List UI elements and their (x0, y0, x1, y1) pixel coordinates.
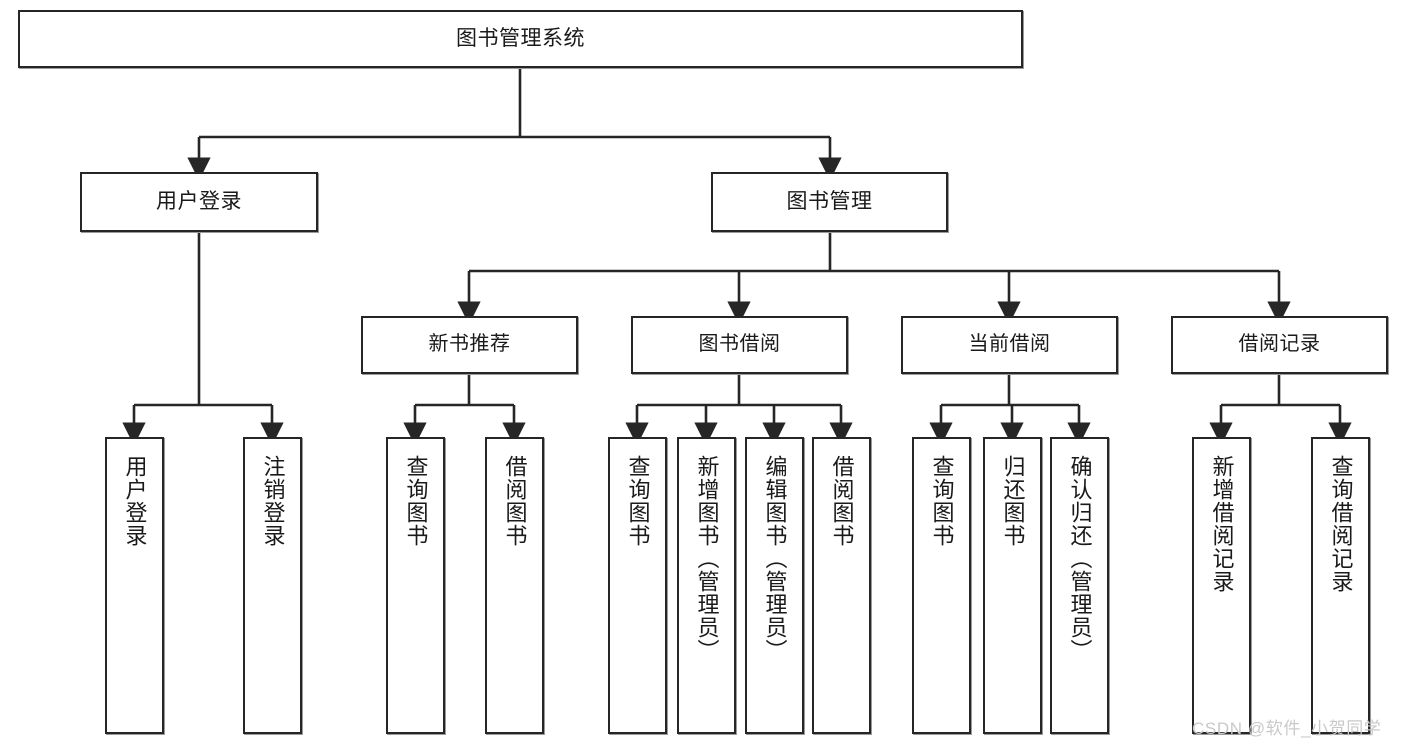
node-book-borrow[interactable]: 图书借阅 (631, 316, 848, 374)
node-borrow-record[interactable]: 借阅记录 (1171, 316, 1388, 374)
leaf-query-record[interactable]: 查询借阅记录 (1311, 437, 1370, 734)
leaf-query-book-3[interactable]: 查询图书 (912, 437, 971, 734)
node-book-manage[interactable]: 图书管理 (711, 172, 948, 232)
node-current-borrow-label: 当前借阅 (968, 333, 1051, 356)
leaf-edit-book-label: 编辑图书（管理员） (762, 455, 788, 662)
node-borrow-record-label: 借阅记录 (1238, 333, 1321, 356)
csdn-watermark: CSDN @软件_小贺同学 (1192, 719, 1382, 738)
leaf-query-record-label: 查询借阅记录 (1328, 455, 1354, 593)
leaf-user-login-label: 用户登录 (122, 455, 148, 547)
leaf-user-login[interactable]: 用户登录 (105, 437, 164, 734)
leaf-add-record-label: 新增借阅记录 (1209, 455, 1235, 593)
node-book-borrow-label: 图书借阅 (698, 333, 781, 356)
leaf-query-book-3-label: 查询图书 (929, 455, 955, 547)
leaf-borrow-book-1[interactable]: 借阅图书 (485, 437, 544, 734)
leaf-borrow-book-1-label: 借阅图书 (502, 455, 528, 547)
leaf-return-book-label: 归还图书 (1000, 455, 1026, 547)
leaf-borrow-book-2-label: 借阅图书 (829, 455, 855, 547)
leaf-add-record[interactable]: 新增借阅记录 (1192, 437, 1251, 734)
node-user-login-label: 用户登录 (156, 189, 242, 213)
node-current-borrow[interactable]: 当前借阅 (901, 316, 1118, 374)
leaf-edit-book[interactable]: 编辑图书（管理员） (745, 437, 804, 734)
node-user-login[interactable]: 用户登录 (80, 172, 318, 232)
leaf-query-book-2-label: 查询图书 (625, 455, 651, 547)
leaf-borrow-book-2[interactable]: 借阅图书 (812, 437, 871, 734)
leaf-query-book-2[interactable]: 查询图书 (608, 437, 667, 734)
node-book-manage-label: 图书管理 (786, 189, 873, 213)
leaf-confirm-return[interactable]: 确认归还（管理员） (1050, 437, 1109, 734)
leaf-confirm-return-label: 确认归还（管理员） (1067, 455, 1093, 662)
leaf-add-book-label: 新增图书（管理员） (694, 455, 720, 662)
leaf-return-book[interactable]: 归还图书 (983, 437, 1042, 734)
node-new-book-rec[interactable]: 新书推荐 (361, 316, 578, 374)
leaf-user-logout[interactable]: 注销登录 (243, 437, 302, 734)
leaf-user-logout-label: 注销登录 (260, 455, 286, 547)
node-root-label: 图书管理系统 (456, 26, 585, 50)
leaf-query-book-1-label: 查询图书 (403, 455, 429, 547)
leaf-query-book-1[interactable]: 查询图书 (386, 437, 445, 734)
node-new-book-rec-label: 新书推荐 (428, 333, 511, 356)
leaf-add-book[interactable]: 新增图书（管理员） (677, 437, 736, 734)
node-root[interactable]: 图书管理系统 (18, 10, 1023, 68)
